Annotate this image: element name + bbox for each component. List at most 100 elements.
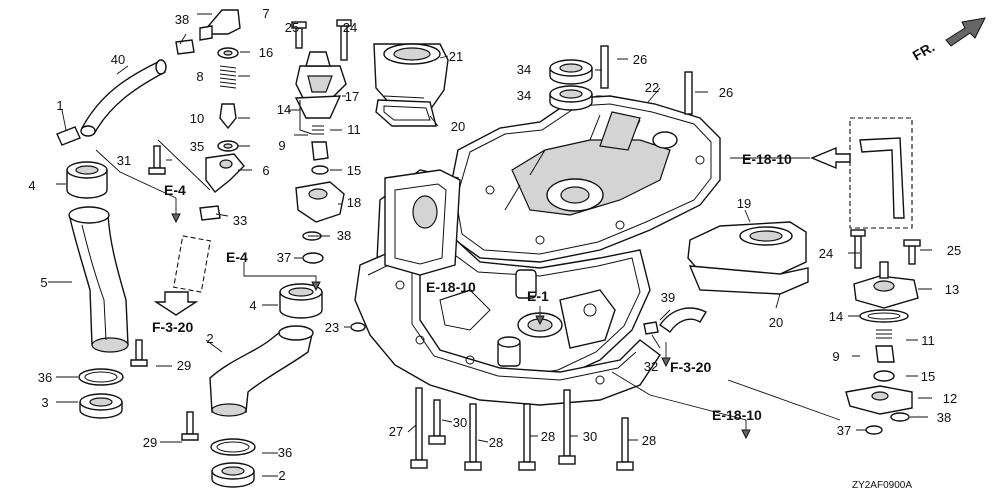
callout-24-right: 24 <box>819 246 833 261</box>
strainer-outline <box>173 235 211 293</box>
water-jacket-cover <box>373 43 449 111</box>
bypass-hose <box>859 137 905 219</box>
bolt-28-c <box>616 417 634 471</box>
callout-31: 31 <box>117 153 131 168</box>
relief-valve-stack <box>175 9 245 221</box>
callout-39: 39 <box>661 290 675 305</box>
callout-11-left: 11 <box>347 122 361 137</box>
callout-4-lower: 4 <box>249 298 256 313</box>
callout-15-left: 15 <box>347 163 361 178</box>
section-references: E-18-10 E-18-10 E-18-10 E-4 E-4 E-1 F-3-… <box>152 151 792 423</box>
callout-5: 5 <box>40 275 47 290</box>
callout-18: 18 <box>347 195 361 210</box>
bolt-29-left <box>130 339 148 367</box>
callout-2-upper: 2 <box>206 331 213 346</box>
stud-26-b <box>684 71 693 115</box>
callout-13: 13 <box>945 282 959 297</box>
callout-37-left: 37 <box>277 250 291 265</box>
callout-12: 12 <box>943 391 957 406</box>
callout-26-a: 26 <box>633 52 647 67</box>
callout-38: 38 <box>175 12 189 27</box>
bypass-hose-outline <box>849 117 913 229</box>
ref-e4-lower: E-4 <box>226 249 248 265</box>
callout-1: 1 <box>56 98 63 113</box>
callout-24-top: 24 <box>343 20 357 35</box>
rubber-mount-lower <box>279 283 323 319</box>
breather-hose <box>81 61 167 135</box>
callout-10: 10 <box>190 111 204 126</box>
oil-case-main <box>354 95 721 406</box>
callout-16: 16 <box>259 45 273 60</box>
ref-e18-10-bot: E-18-10 <box>712 407 762 423</box>
callout-22: 22 <box>645 80 659 95</box>
down-arrow-icon <box>153 291 199 316</box>
callout-28-a: 28 <box>489 435 503 450</box>
callout-20-top: 20 <box>451 119 465 134</box>
screw-25-right <box>903 239 921 265</box>
screw-24-top <box>336 19 352 61</box>
callout-9-right: 9 <box>832 349 839 364</box>
callout-28-b: 28 <box>541 429 555 444</box>
callout-28-c: 28 <box>642 433 656 448</box>
callout-labels: 1 40 38 7 16 8 10 35 6 31 33 4 5 36 3 29… <box>28 6 961 483</box>
arrow-icon <box>945 17 986 47</box>
gasket-14-right <box>859 309 909 323</box>
ref-e18-10-top: E-18-10 <box>742 151 792 167</box>
drain-hose <box>659 307 707 333</box>
callout-9-left: 9 <box>278 138 285 153</box>
callout-25-top: 25 <box>285 20 299 35</box>
callout-19: 19 <box>737 196 751 211</box>
oil-filler-elbow <box>209 331 313 413</box>
callout-6: 6 <box>262 163 269 178</box>
callout-40: 40 <box>111 52 125 67</box>
bolt-30-b <box>558 389 576 465</box>
callout-14-left: 14 <box>277 102 291 117</box>
cover-19 <box>687 221 807 277</box>
ref-e1: E-1 <box>527 288 549 304</box>
bolt-28-a <box>464 403 482 471</box>
callout-35: 35 <box>190 139 204 154</box>
callout-30-b: 30 <box>583 429 597 444</box>
callout-20-right: 20 <box>769 315 783 330</box>
cover-gasket-19 <box>688 265 809 295</box>
front-direction-arrow: FR. <box>910 17 986 64</box>
callout-14-right: 14 <box>829 309 843 324</box>
callout-36-right: 36 <box>278 445 292 460</box>
callout-2-lower: 2 <box>278 468 285 483</box>
callout-33: 33 <box>233 213 247 228</box>
callout-37-right: 37 <box>837 423 851 438</box>
callout-4-upper: 4 <box>28 178 35 193</box>
callout-30-a: 30 <box>453 415 467 430</box>
direction-label: FR. <box>910 39 938 64</box>
callout-21: 21 <box>449 49 463 64</box>
callout-11-right: 11 <box>921 333 935 348</box>
callout-32: 32 <box>644 359 658 374</box>
callout-29-left: 29 <box>177 358 191 373</box>
callout-38-right: 38 <box>937 410 951 425</box>
oil-filler-tube <box>69 214 129 346</box>
bolt-31 <box>148 145 166 175</box>
screw-25-top <box>291 21 307 49</box>
oil-seals-top <box>549 59 593 111</box>
callout-34-lower: 34 <box>517 88 531 103</box>
callout-36-left: 36 <box>38 370 52 385</box>
bolt-28-b <box>518 403 536 471</box>
diagram-code: ZY2AF0900A <box>852 480 912 491</box>
callout-29-right: 29 <box>143 435 157 450</box>
rubber-mount-upper <box>66 161 108 199</box>
callout-38-mid: 38 <box>337 228 351 243</box>
stud-26-a <box>600 45 609 89</box>
callout-23: 23 <box>325 320 339 335</box>
clip-32 <box>643 321 659 335</box>
ref-f3-20-right: F-3-20 <box>670 359 711 375</box>
ref-e18-10-mid: E-18-10 <box>426 279 476 295</box>
callout-17: 17 <box>345 89 359 104</box>
mount-bracket <box>294 51 347 135</box>
callout-25-right: 25 <box>947 243 961 258</box>
bolt-30-a <box>428 399 446 445</box>
callout-26-b: 26 <box>719 85 733 100</box>
bolt-27 <box>410 387 428 469</box>
callout-15-right: 15 <box>921 369 935 384</box>
hose-clip <box>56 126 81 146</box>
